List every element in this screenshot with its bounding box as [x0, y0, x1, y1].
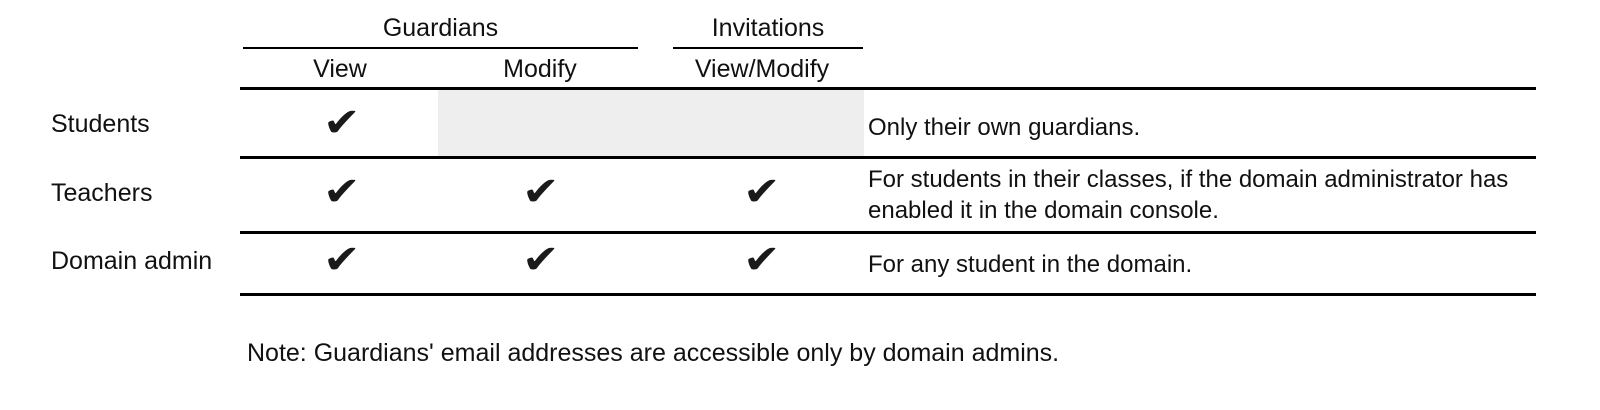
cell-teachers-guardians-modify: ✔ — [501, 172, 581, 212]
cell-domain-admin-guardians-view: ✔ — [302, 240, 382, 280]
cell-note-teachers: For students in their classes, if the do… — [868, 166, 1509, 224]
row-label-students: Students — [51, 110, 150, 138]
table-footnote: Note: Guardians' email addresses are acc… — [247, 339, 1060, 367]
table-rule-top — [240, 87, 1536, 90]
check-icon: ✔ — [522, 169, 560, 215]
cell-teachers-invitations-view-modify: ✔ — [722, 172, 802, 212]
row-label-domain-admin: Domain admin — [51, 247, 213, 275]
table-rule-bottom — [240, 293, 1536, 296]
column-header-modify: Modify — [503, 55, 577, 83]
check-icon: ✔ — [323, 169, 361, 215]
cell-note-domain-admin: For any student in the domain. — [868, 251, 1193, 278]
column-group-header-guardians: Guardians — [382, 14, 499, 42]
group-rule-guardians — [243, 47, 638, 49]
cell-domain-admin-guardians-modify: ✔ — [501, 240, 581, 280]
cell-disabled-students-modify — [438, 90, 864, 156]
cell-note-students: Only their own guardians. — [868, 114, 1141, 141]
column-header-view: View — [313, 55, 367, 83]
column-header-view-modify: View/Modify — [694, 55, 830, 83]
check-icon: ✔ — [323, 100, 361, 146]
check-icon: ✔ — [743, 237, 781, 283]
table-rule-after-students — [240, 156, 1536, 159]
group-rule-invitations — [673, 47, 863, 49]
column-group-header-invitations: Invitations — [711, 14, 825, 42]
check-icon: ✔ — [743, 169, 781, 215]
check-icon: ✔ — [323, 237, 361, 283]
cell-teachers-guardians-view: ✔ — [302, 172, 382, 212]
row-label-teachers: Teachers — [51, 179, 153, 207]
cell-domain-admin-invitations-view-modify: ✔ — [722, 240, 802, 280]
cell-students-guardians-view: ✔ — [302, 103, 382, 143]
table-rule-after-teachers — [240, 231, 1536, 234]
check-icon: ✔ — [522, 237, 560, 283]
